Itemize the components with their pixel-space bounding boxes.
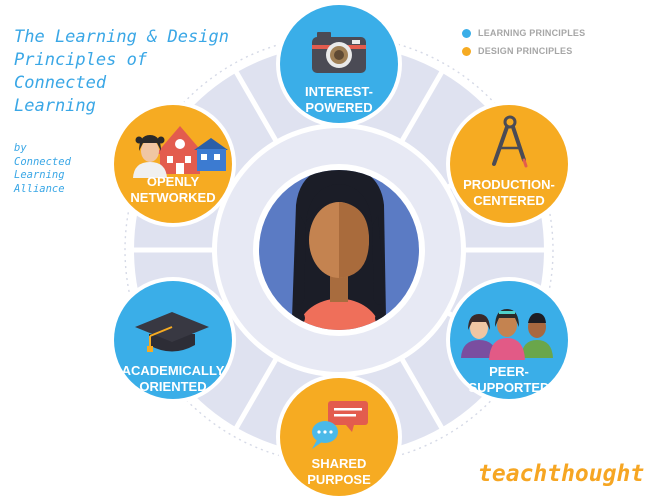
node-shared-purpose-circle (276, 374, 402, 500)
speech-bubbles-icon (312, 401, 368, 449)
node-label-line: NETWORKED (130, 190, 216, 205)
node-label-academically-oriented: ACADEMICALLY ORIENTED (113, 363, 233, 395)
node-label-line: PURPOSE (307, 472, 371, 487)
legend-item-learning: LEARNING PRINCIPLES (462, 24, 585, 42)
node-label-line: ORIENTED (139, 379, 207, 394)
brand-logo: teachthought (478, 461, 645, 487)
byline-line-4: Alliance (14, 182, 65, 195)
node-label-production-centered: PRODUCTION- CENTERED (449, 177, 569, 209)
byline-line-1: by (14, 142, 27, 154)
center-learner (253, 164, 425, 336)
node-label-interest-powered: INTEREST- POWERED (279, 84, 399, 116)
node-label-line: SHARED (311, 456, 367, 471)
node-label-line: PRODUCTION- (463, 177, 555, 192)
legend-label-learning: LEARNING PRINCIPLES (478, 28, 586, 38)
camera-icon (312, 32, 366, 73)
peers-icon (461, 309, 553, 360)
node-label-peer-supported: PEER- SUPPORTED (449, 364, 569, 396)
node-label-line: CENTERED (473, 193, 545, 208)
node-label-line: SUPPORTED (468, 380, 550, 395)
title-line-4: Learning (14, 96, 96, 116)
legend-label-design: DESIGN PRINCIPLES (478, 46, 573, 56)
legend-dot-design (462, 46, 471, 56)
node-label-line: INTEREST- (305, 84, 373, 99)
learner-portrait-icon (292, 170, 386, 330)
node-label-line: POWERED (305, 100, 373, 115)
legend-item-design: DESIGN PRINCIPLES (462, 42, 585, 60)
legend: LEARNING PRINCIPLES DESIGN PRINCIPLES (462, 24, 585, 60)
byline-line-3: Learning (14, 169, 65, 181)
node-openly-networked-circle (110, 101, 236, 227)
node-label-line: ACADEMICALLY (121, 363, 225, 378)
byline-line-2: Connected (14, 155, 71, 168)
node-label-line: PEER- (489, 364, 529, 379)
graduation-cap-icon (135, 312, 209, 352)
title-line-3: Connected (14, 73, 107, 93)
school-home-icon (133, 126, 228, 178)
drafting-compass-icon (492, 115, 528, 168)
node-production-centered-circle (446, 101, 572, 227)
title-line-1: The Learning & Design (14, 27, 229, 47)
node-label-openly-networked: OPENLY NETWORKED (113, 174, 233, 206)
legend-dot-learning (462, 28, 471, 38)
node-peer-supported-circle (446, 277, 572, 403)
title-line-2: Principles of (14, 50, 148, 70)
node-academically-oriented-circle (110, 277, 236, 403)
byline: by Connected Learning Alliance (14, 142, 134, 196)
node-label-shared-purpose: SHARED PURPOSE (279, 456, 399, 488)
node-interest-powered-circle (276, 1, 402, 127)
diagram-title: The Learning & Design Principles of Conn… (14, 26, 264, 118)
node-label-line: OPENLY (146, 174, 200, 189)
